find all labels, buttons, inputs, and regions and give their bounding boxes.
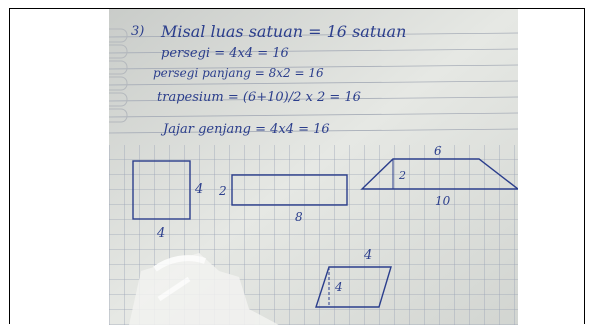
line-rectangle: persegi panjang = 8x2 = 16 [153,66,324,80]
rectangle-height-label: 2 [218,184,227,198]
trapezoid-top-label: 6 [434,144,442,158]
parallelogram-height-label: 4 [334,280,343,294]
square-side-label: 4 [194,182,203,197]
ruled-lines [109,32,518,134]
trapezoid-figure: 6 2 10 [360,144,518,208]
problem-number: 3) [131,24,144,39]
trapezoid-height-label: 2 [398,169,406,182]
line-trapezoid: trapesium = (6+10)/2 x 2 = 16 [157,90,361,105]
notebook-photo: 3) Misal luas satuan = 16 satuan persegi… [109,9,518,325]
line-unit-area: Misal luas satuan = 16 satuan [160,22,406,41]
notebook-page: 3) Misal luas satuan = 16 satuan persegi… [109,9,518,325]
handwritten-lines: 3) Misal luas satuan = 16 satuan persegi… [131,22,406,137]
rectangle-length-label: 8 [295,210,303,224]
rectangle-figure: 2 8 [218,174,348,224]
margin-tabs [109,28,128,123]
parallelogram-figure: 4 4 [315,248,392,308]
line-square: persegi = 4x4 = 16 [161,46,289,61]
image-frame: 3) Misal luas satuan = 16 satuan persegi… [9,8,585,325]
square-bottom-label: 4 [156,226,165,241]
line-parallelogram: Jajar genjang = 4x4 = 16 [160,122,330,137]
square-figure: 4 4 [132,160,203,241]
trapezoid-bottom-label: 10 [435,194,451,208]
parallelogram-top-label: 4 [363,248,372,263]
bottom-left-glare [129,253,279,325]
